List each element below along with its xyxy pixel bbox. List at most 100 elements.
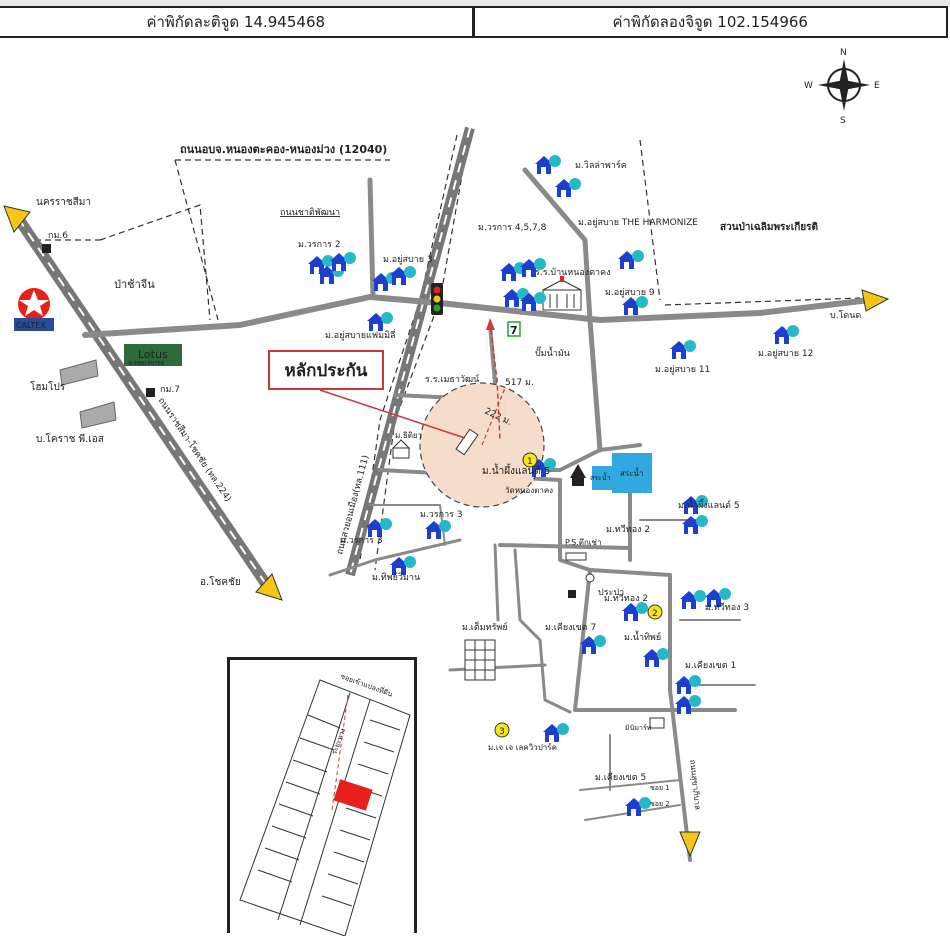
collateral-plot: [333, 779, 373, 811]
svg-text:ม.อยู่สบาย THE HARMONIZE: ม.อยู่สบาย THE HARMONIZE: [578, 218, 698, 228]
pond-small: [592, 466, 612, 490]
minimart-building: [649, 717, 665, 729]
km6-marker: [42, 244, 51, 253]
arrow-to-bdon: [861, 289, 890, 312]
svg-text:ม.เจ เจ เลควิวปาร์ค: ม.เจ เจ เลควิวปาร์ค: [488, 742, 557, 752]
main-roads: [82, 167, 873, 862]
svg-text:ม.เคียงเขต 5: ม.เคียงเขต 5: [595, 772, 646, 783]
arrow-to-korat: [3, 205, 31, 233]
property-marker: [455, 428, 479, 456]
korat-ps-icon: [79, 401, 117, 429]
seven-eleven-icon: [507, 321, 521, 337]
collateral-callout: หลักประกัน: [268, 350, 384, 390]
svg-text:ม.ธิติยา: ม.ธิติยา: [395, 431, 422, 440]
caltex-logo: CALTEX: [14, 288, 54, 331]
svg-text:นครราชสีมา: นครราชสีมา: [36, 196, 91, 208]
highway-224: [13, 214, 275, 594]
svg-text:วัดหนองตาคง: วัดหนองตาคง: [505, 486, 553, 495]
longitude-label: ค่าพิกัดลองจิจูด 102.154966: [471, 8, 947, 36]
pond: [612, 453, 652, 493]
svg-text:ซอย 2: ซอย 2: [650, 800, 670, 808]
svg-text:บ.โคราช พี.เอส: บ.โคราช พี.เอส: [36, 432, 104, 445]
svg-text:โฮมโปร: โฮมโปร: [30, 380, 66, 393]
arrow-to-chokchai: [255, 573, 283, 601]
route-517m: [489, 321, 501, 441]
svg-text:ม.น้ำทิพย์: ม.น้ำทิพย์: [624, 630, 661, 643]
svg-text:1: 1: [527, 457, 533, 467]
svg-text:ถนนสุขาภิบาล: ถนนสุขาภิบาล: [688, 759, 702, 810]
svg-text:ม.เคียงเขต 1: ม.เคียงเขต 1: [685, 660, 736, 671]
highway-111: [345, 126, 475, 577]
svg-text:ประปา: ประปา: [598, 588, 624, 598]
district-boundaries: [35, 129, 861, 571]
svg-text:มินิมาร์ท: มินิมาร์ท: [625, 724, 652, 732]
svg-text:E: E: [874, 81, 880, 91]
svg-text:W: W: [804, 81, 813, 91]
school-icon: [542, 276, 582, 311]
svg-text:ถนนชาติพัฒนา: ถนนชาติพัฒนา: [280, 207, 340, 218]
svg-text:ม.ทวีทอง 2: ม.ทวีทอง 2: [604, 593, 648, 604]
svg-text:ม.อยู่สบาย 11: ม.อยู่สบาย 11: [655, 365, 710, 375]
lotus-logo: Lotus SUPERCENTER: [124, 344, 182, 367]
svg-text:บ.โดนด: บ.โดนด: [830, 310, 861, 321]
svg-text:P.S.ตึกเช่า: P.S.ตึกเช่า: [565, 538, 601, 547]
svg-text:ม.วรการ 2: ม.วรการ 2: [298, 240, 341, 250]
svg-text:อ.โชคชัย: อ.โชคชัย: [200, 575, 241, 588]
svg-text:7: 7: [510, 324, 518, 337]
svg-text:ม.วิลล่าพาร์ค: ม.วิลล่าพาร์ค: [575, 159, 627, 171]
svg-text:ม.อยู่สบาย 9: ม.อยู่สบาย 9: [605, 288, 655, 298]
svg-text:ม.ทวีทอง 2: ม.ทวีทอง 2: [606, 524, 650, 535]
svg-text:ถนนอบจ.หนองตะคอง-หนองม่วง (120: ถนนอบจ.หนองตะคอง-หนองม่วง (12040): [180, 143, 387, 156]
svg-text:ม.วรการ 4,5,7,8: ม.วรการ 4,5,7,8: [478, 223, 547, 233]
apartment-block: [464, 639, 496, 681]
plot-layout: ซอยเข้าแปลงที่ดิน ระยะทาง: [239, 671, 411, 936]
svg-text:ม.น้ำผึ้งแลนด์ 5: ม.น้ำผึ้งแลนด์ 5: [678, 498, 740, 511]
svg-text:ม.น้ำผึ้งแลนด์ 5: ม.น้ำผึ้งแลนด์ 5: [482, 463, 550, 477]
arrow-south: [679, 831, 701, 858]
window-top-strip: [0, 0, 950, 6]
compass-rose: N S E W: [804, 48, 880, 126]
marker-1: 1: [522, 452, 538, 468]
svg-text:ม.วรการ 3: ม.วรการ 3: [340, 536, 383, 546]
svg-text:2: 2: [652, 609, 658, 619]
svg-text:3: 3: [499, 727, 505, 737]
svg-text:ม.วรการ 3: ม.วรการ 3: [420, 510, 463, 520]
svg-text:ม.ทิพย์วิมาน: ม.ทิพย์วิมาน: [372, 571, 420, 583]
km7-marker: [146, 388, 155, 397]
temple-icon: [570, 464, 586, 486]
svg-text:S: S: [840, 116, 846, 126]
svg-text:ระยะทาง: ระยะทาง: [330, 727, 347, 755]
svg-text:ม.อยู่สบาย 3: ม.อยู่สบาย 3: [383, 255, 433, 265]
svg-text:ม.อยู่สบาย 12: ม.อยู่สบาย 12: [758, 349, 813, 359]
traffic-light-icon: [431, 283, 443, 315]
ps-building: [565, 552, 587, 561]
svg-text:Lotus: Lotus: [138, 348, 168, 361]
svg-text:ม.เคียงเขต 7: ม.เคียงเขต 7: [545, 622, 596, 633]
water-marker: [568, 590, 576, 598]
coordinate-bar: ค่าพิกัดละติจูด 14.945468 ค่าพิกัดลองจิจ…: [0, 6, 948, 38]
svg-text:ม.ทวีทอง 3: ม.ทวีทอง 3: [705, 602, 749, 613]
map-labels: ถนนอบจ.หนองตะคอง-หนองม่วง (12040) ถนนชาต…: [30, 143, 861, 810]
svg-text:กม.7: กม.7: [160, 385, 180, 395]
marker-3: 3: [494, 722, 510, 738]
village-gate-icon: [391, 439, 411, 459]
svg-text:SUPERCENTER: SUPERCENTER: [128, 361, 165, 367]
svg-text:ซอยเข้าแปลงที่ดิน: ซอยเข้าแปลงที่ดิน: [339, 671, 394, 698]
water-supply-icon: [585, 573, 595, 583]
plot-inset-map: ซอยเข้าแปลงที่ดิน ระยะทาง: [227, 657, 417, 936]
svg-text:ปั๊มน้ำมัน: ปั๊มน้ำมัน: [535, 346, 570, 359]
svg-text:ร.ร.เมธาวัฒน์: ร.ร.เมธาวัฒน์: [425, 373, 479, 385]
svg-text:ป่าช้าจีน: ป่าช้าจีน: [114, 278, 155, 291]
svg-text:ซอย 1: ซอย 1: [650, 784, 670, 792]
svg-text:N: N: [840, 48, 847, 58]
svg-text:ร.ร.บ้านหนองตาคง: ร.ร.บ้านหนองตาคง: [535, 267, 611, 278]
svg-text:กม.6: กม.6: [48, 231, 68, 241]
svg-text:สระน้ำ: สระน้ำ: [590, 471, 611, 482]
homepro-icon: [59, 359, 99, 386]
marker-2: 2: [647, 604, 663, 620]
svg-text:ม.อยู่สบายแฟมมิลี่: ม.อยู่สบายแฟมมิลี่: [325, 328, 396, 341]
svg-text:สระน้ำ: สระน้ำ: [620, 467, 643, 478]
latitude-label: ค่าพิกัดละติจูด 14.945468: [146, 13, 326, 31]
distance-517-label: 517 ม.: [505, 378, 534, 388]
